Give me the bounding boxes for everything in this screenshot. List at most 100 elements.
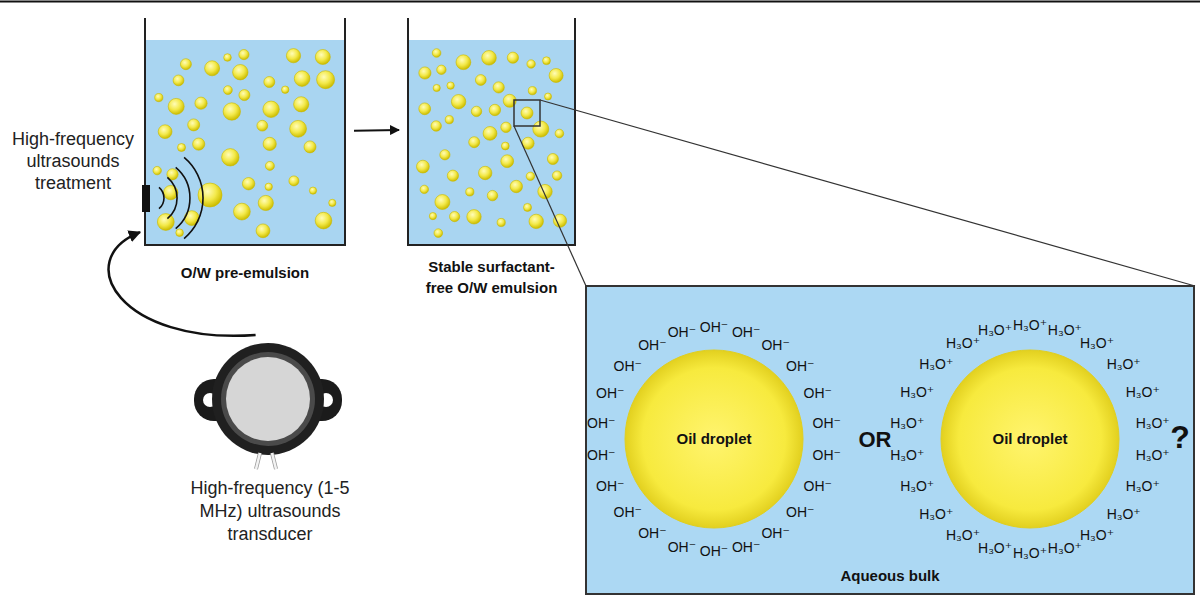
hydronium-ion: H₃O⁺ (890, 448, 924, 462)
emulsion-droplet (223, 103, 240, 120)
hydronium-ion: H₃O⁺ (1136, 416, 1170, 430)
emulsion-droplet (507, 52, 518, 63)
emulsion-droplet (501, 142, 509, 150)
hydroxide-ion: OH⁻ (587, 448, 615, 462)
emulsion-droplet (193, 138, 205, 150)
beaker-drawing (140, 18, 350, 248)
hydronium-ion: H₃O⁺ (1107, 357, 1141, 371)
hydroxide-ion: OH⁻ (786, 505, 814, 519)
emulsion-droplet (420, 185, 428, 193)
hydronium-ion: H₃O⁺ (900, 385, 934, 399)
emulsion-droplet (224, 54, 232, 62)
hydroxide-ion: OH⁻ (761, 338, 789, 352)
beaker-outline (145, 18, 345, 245)
hydroxide-ion: OH⁻ (638, 338, 666, 352)
hydronium-ion: H₃O⁺ (890, 416, 924, 430)
hydronium-ion: H₃O⁺ (1080, 528, 1114, 542)
hydroxide-ion: OH⁻ (803, 386, 831, 400)
hydronium-ion: H₃O⁺ (1048, 323, 1082, 337)
emulsion-droplet (265, 183, 272, 190)
node-text: High-frequency (1-5 MHz) ultrasounds tra… (190, 478, 349, 544)
emulsion-droplet (433, 84, 440, 91)
hydroxide-ion: OH⁻ (761, 526, 789, 540)
emulsion-droplet (282, 86, 289, 93)
emulsion-droplet (553, 214, 566, 227)
hydronium-ion: H₃O⁺ (919, 357, 953, 371)
emulsion-droplet (178, 144, 186, 152)
emulsion-droplet (451, 95, 465, 109)
question-mark: ? (1170, 421, 1190, 453)
emulsion-droplet (290, 120, 307, 137)
emulsion-droplet (510, 180, 522, 192)
emulsion-droplet (533, 121, 549, 137)
oil-droplet: Oil droplet (624, 349, 804, 529)
emulsion-droplet (429, 213, 436, 220)
emulsion-droplet (471, 106, 481, 116)
hydronium-ion: H₃O⁺ (1013, 318, 1047, 332)
hydronium-ion: H₃O⁺ (978, 323, 1012, 337)
emulsion-droplet (224, 86, 233, 95)
hydroxide-ion: OH⁻ (596, 479, 624, 493)
beaker-outline (408, 18, 575, 245)
node-text: Oil droplet (993, 430, 1068, 447)
hydroxide-ion: OH⁻ (813, 448, 841, 462)
emulsion-droplet (538, 184, 552, 198)
emulsion-droplet (263, 101, 279, 117)
emulsion-droplet (329, 199, 336, 206)
hydronium-ion: H₃O⁺ (946, 528, 980, 542)
emulsion-droplet (475, 75, 486, 86)
emulsion-droplet (497, 218, 505, 226)
emulsion-droplet (173, 75, 184, 86)
node-text: Stable surfactant- free O/W emulsion (426, 258, 558, 296)
droplet-circle (625, 350, 803, 528)
emulsion-droplet (440, 150, 450, 160)
hydroxide-ion: OH⁻ (786, 359, 814, 373)
wall-transducer (142, 185, 150, 212)
emulsion-droplet (489, 104, 500, 115)
emulsion-droplet (239, 90, 250, 101)
emulsion-droplet (432, 49, 441, 58)
transducer-photo (180, 335, 360, 471)
hydronium-ion: H₃O⁺ (1126, 479, 1160, 493)
emulsion-droplet (264, 77, 275, 88)
emulsion-droplet (521, 107, 533, 119)
emulsion-droplet (233, 65, 248, 80)
emulsion-droplet (180, 59, 191, 70)
hydroxide-ion: OH⁻ (587, 416, 615, 430)
edge-label: High-frequency ultrasounds treatment (3, 128, 143, 194)
transducer-disc (226, 357, 310, 441)
emulsion-droplet (503, 94, 516, 107)
emulsion-droplet (524, 203, 532, 211)
hydroxide-ion: OH⁻ (614, 359, 642, 373)
beaker: Stable surfactant- free O/W emulsion (403, 18, 580, 293)
emulsion-droplet (545, 93, 552, 100)
emulsion-droplet (168, 98, 184, 114)
hydronium-ion: H₃O⁺ (946, 336, 980, 350)
emulsion-droplet (222, 149, 239, 166)
zoom-box: Aqueous bulkOil dropletOil dropletOR?OH⁻… (585, 285, 1195, 595)
transducer-body (212, 343, 324, 455)
emulsion-droplet (552, 171, 561, 180)
hydroxide-ion: OH⁻ (813, 416, 841, 430)
hydroxide-ion: OH⁻ (668, 540, 696, 554)
hydroxide-ion: OH⁻ (700, 544, 728, 558)
emulsion-droplet (487, 190, 497, 200)
emulsion-droplet (155, 94, 163, 102)
beaker-label: Stable surfactant- free O/W emulsion (417, 256, 567, 298)
emulsion-droplet (419, 67, 431, 79)
or-label: OR (859, 429, 892, 451)
transducer-wire (256, 453, 276, 469)
emulsion-droplet (157, 214, 174, 231)
emulsion-droplet (501, 155, 514, 168)
emulsion-droplet (289, 176, 299, 186)
hydroxide-ion: OH⁻ (638, 526, 666, 540)
hydronium-ion: H₃O⁺ (900, 479, 934, 493)
emulsion-droplet (555, 129, 564, 138)
hydronium-ion: H₃O⁺ (1107, 507, 1141, 521)
emulsion-droplet (447, 170, 458, 181)
emulsion-droplet (467, 210, 481, 224)
connector-arrow (354, 129, 399, 132)
sound-wave (159, 187, 164, 208)
emulsion-droplet (317, 71, 335, 89)
emulsion-droplet (417, 160, 430, 173)
